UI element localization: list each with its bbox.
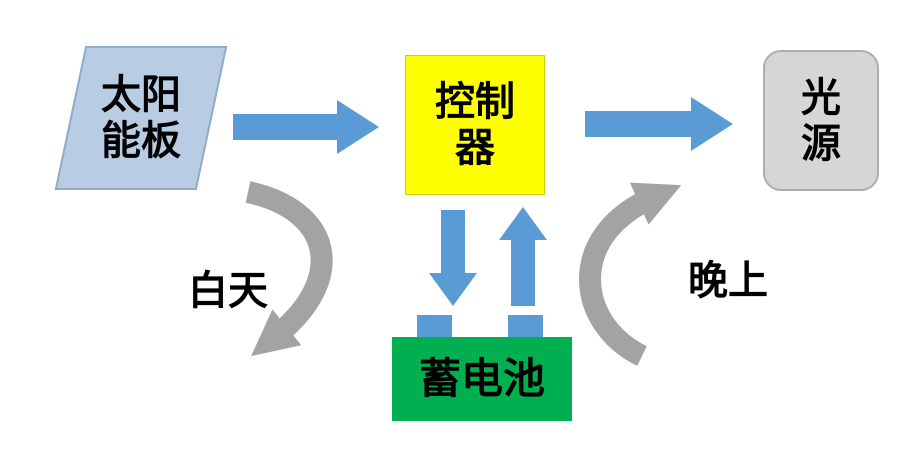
- solar-panel-node: 太阳 能板: [54, 46, 228, 190]
- arrow-head: [337, 100, 379, 154]
- arrow-shaft: [511, 240, 535, 306]
- arrow-shaft: [233, 114, 337, 140]
- controller-node: 控制 器: [405, 55, 545, 195]
- arrow-shaft: [441, 210, 465, 273]
- daytime-label: 白天: [188, 269, 268, 313]
- light-source-node: 光 源: [763, 50, 879, 191]
- light-source-label: 光 源: [801, 75, 841, 166]
- arrow-solar-to-controller-icon: [233, 100, 379, 154]
- battery-terminal-left: [417, 315, 452, 339]
- arrow-controller-to-battery-icon: [429, 210, 477, 306]
- arrow-battery-to-controller-icon: [499, 207, 547, 306]
- battery-node: 蓄电池: [392, 337, 572, 421]
- arrow-head: [691, 97, 733, 151]
- battery-terminal-right: [508, 315, 543, 339]
- night-curved-arrow-icon: [579, 182, 682, 366]
- arrow-controller-to-light-icon: [585, 97, 733, 151]
- solar-panel-label: 太阳 能板: [101, 73, 181, 163]
- battery-label: 蓄电池: [418, 354, 545, 402]
- arrow-head: [499, 207, 547, 240]
- night-label: 晚上: [688, 259, 768, 303]
- arrow-head: [429, 273, 477, 306]
- controller-label: 控制 器: [435, 80, 515, 170]
- arrow-shaft: [585, 111, 691, 137]
